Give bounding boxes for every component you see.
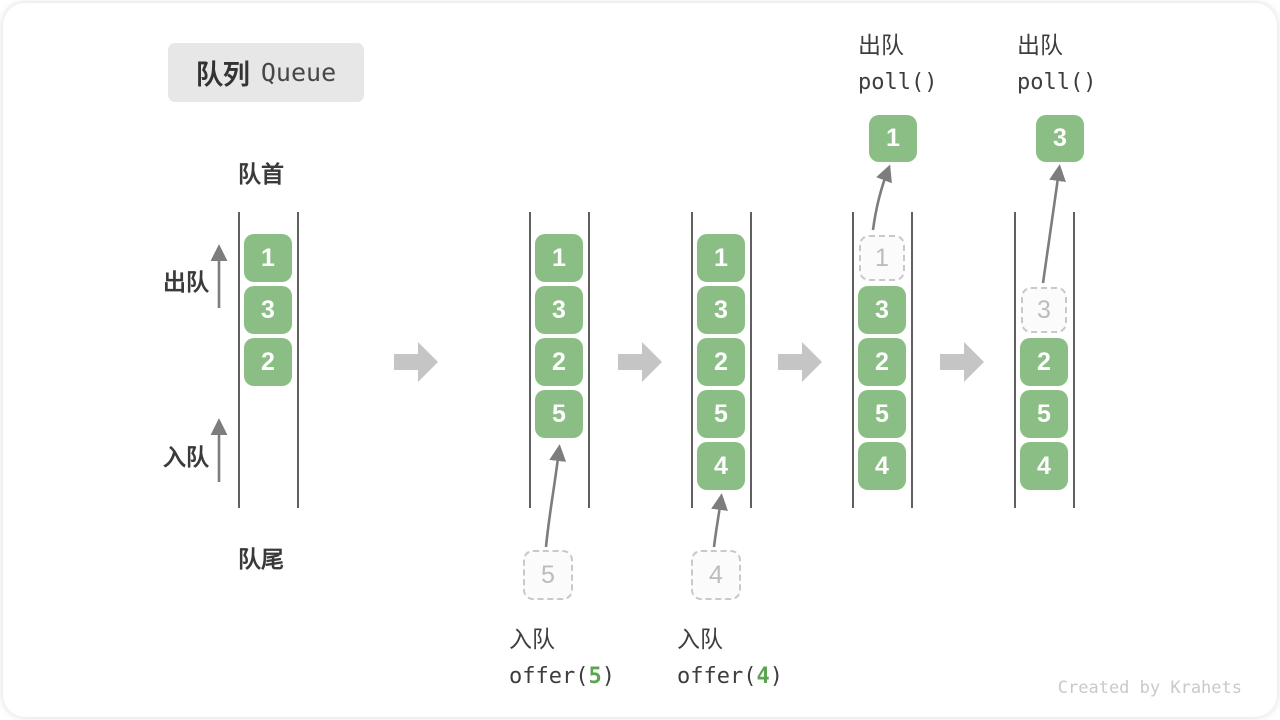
- title-zh: 队列: [195, 60, 250, 90]
- offer-code: offer(4): [677, 664, 783, 689]
- flow-arrow-icon: [394, 342, 438, 382]
- ghost-item: 1: [859, 235, 905, 281]
- annotation-enqueue-offer4: 入队 offer(4): [677, 620, 783, 689]
- queue-item: 4: [858, 442, 906, 490]
- queue-item: 1: [244, 234, 292, 282]
- code-fn: offer(: [509, 664, 589, 689]
- queue-item: 5: [697, 390, 745, 438]
- queue-item: 3: [535, 286, 583, 334]
- code-fn: offer(: [677, 664, 757, 689]
- queue-item: 2: [1020, 338, 1068, 386]
- dequeue-label: 出队: [1017, 32, 1063, 58]
- queue-item: 1: [697, 234, 745, 282]
- label-queue-front: 队首: [238, 161, 284, 187]
- queue-item: 4: [1020, 442, 1068, 490]
- flow-arrow-icon: [618, 342, 662, 382]
- flow-arrow-icon: [940, 342, 984, 382]
- column-wall: [297, 212, 299, 508]
- queue-item: 2: [697, 338, 745, 386]
- poll-code: poll(): [1017, 70, 1097, 95]
- dequeue-label: 出队: [858, 32, 904, 58]
- annotation-enqueue-offer5: 入队 offer(5): [509, 620, 615, 689]
- code-close: ): [769, 664, 783, 689]
- watermark: Created by Krahets: [1057, 678, 1242, 698]
- queue-item: 5: [535, 390, 583, 438]
- staged-item: 5: [523, 550, 573, 600]
- queue-item: 2: [858, 338, 906, 386]
- queue-item: 2: [535, 338, 583, 386]
- column-wall: [852, 212, 854, 508]
- column-wall: [691, 212, 693, 508]
- queue-item: 3: [697, 286, 745, 334]
- enqueue-label: 入队: [509, 626, 555, 652]
- label-queue-rear: 队尾: [238, 546, 284, 572]
- column-wall: [588, 212, 590, 508]
- annotation-dequeue-poll-2: 出队 poll(): [1017, 26, 1096, 95]
- column-wall: [238, 212, 240, 508]
- code-close: ): [601, 664, 615, 689]
- label-dequeue-side: 出队: [163, 269, 209, 295]
- polled-item: 1: [869, 115, 917, 162]
- queue-item: 5: [1020, 390, 1068, 438]
- staged-item: 4: [691, 550, 741, 600]
- column-wall: [1073, 212, 1075, 508]
- flow-arrow-icon: [778, 342, 822, 382]
- queue-item: 1: [535, 234, 583, 282]
- offer-code: offer(5): [509, 664, 615, 689]
- queue-item: 5: [858, 390, 906, 438]
- ghost-item: 3: [1021, 287, 1067, 333]
- enqueue-label: 入队: [677, 626, 723, 652]
- queue-item: 3: [244, 286, 292, 334]
- code-arg: 4: [756, 664, 770, 689]
- queue-item: 4: [697, 442, 745, 490]
- column-wall: [750, 212, 752, 508]
- column-wall: [529, 212, 531, 508]
- label-enqueue-side: 入队: [163, 444, 209, 470]
- queue-item: 2: [244, 338, 292, 386]
- queue-item: 3: [858, 286, 906, 334]
- polled-item: 3: [1036, 115, 1084, 162]
- annotation-dequeue-poll-1: 出队 poll(): [858, 26, 937, 95]
- title-en: Queue: [260, 58, 337, 87]
- title-box: 队列 Queue: [168, 43, 364, 102]
- code-arg: 5: [588, 664, 602, 689]
- column-wall: [911, 212, 913, 508]
- column-wall: [1014, 212, 1016, 508]
- poll-code: poll(): [858, 70, 938, 95]
